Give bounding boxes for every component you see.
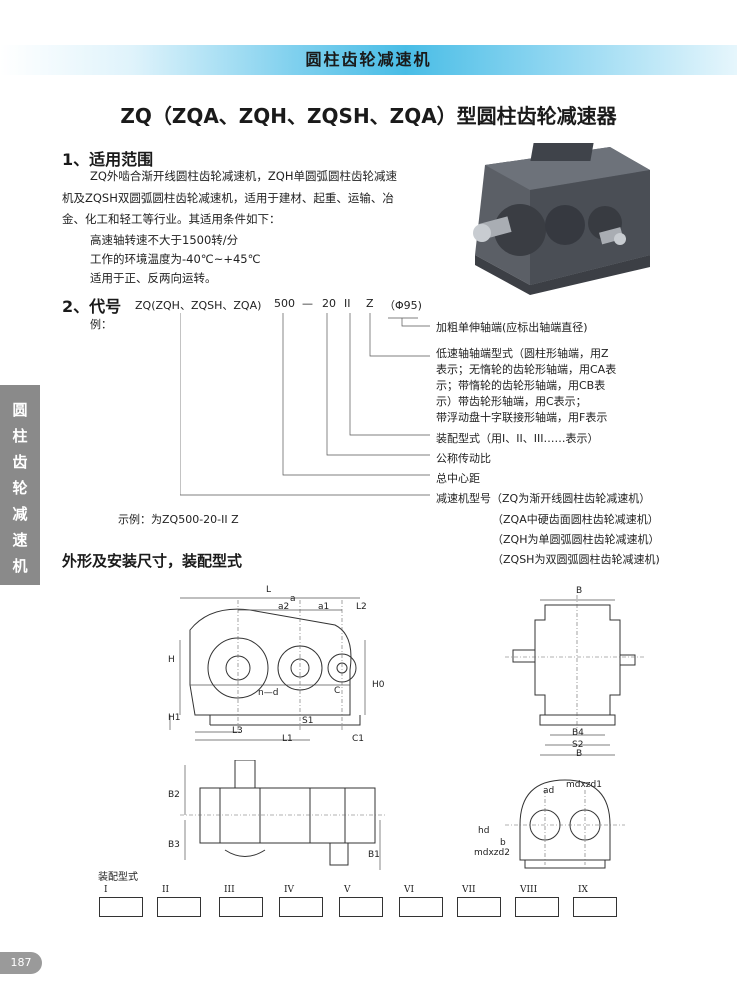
side-tab-char-7: 机 [12, 557, 28, 575]
exp-10: （ZQA中硬齿面圆柱齿轮减速机） [492, 513, 659, 526]
code-assembly: II [344, 297, 351, 310]
assembly-type-3: III [216, 885, 266, 925]
assembly-type-9: IX [570, 885, 620, 925]
code-leader-lines [180, 313, 430, 496]
assembly-type-4: IV [276, 885, 326, 925]
dim-S2: S2 [572, 740, 584, 750]
page-number: 187 [0, 952, 42, 974]
exp-2: 表示；无惰轮的齿轮形轴端，用CA表 [436, 363, 617, 376]
dim-a1: a1 [318, 602, 330, 612]
dim-B1: B1 [368, 850, 380, 860]
dim-H0: H0 [372, 680, 385, 690]
exp-12: （ZQSH为双圆弧圆柱齿轮减速机) [492, 553, 660, 566]
dim-S1: S1 [302, 716, 314, 726]
side-tab-char-3: 齿 [12, 453, 28, 471]
assembly-label: 装配型式 [98, 872, 138, 883]
section2-heading: 2、代号 [62, 297, 122, 316]
header-banner: 圆柱齿轮减速机 [0, 45, 737, 75]
exp-9: 减速机型号（ZQ为渐开线圆柱齿轮减速机） [436, 492, 651, 505]
exp-7: 公称传动比 [436, 452, 491, 465]
front-view-drawing [169, 597, 366, 741]
assembly-row: I II III IV V VI VII VIII IX [96, 885, 626, 925]
top-view-drawing [180, 760, 385, 870]
dim-B4: B4 [572, 728, 584, 738]
condition-1: 高速轴转速不大于1500转/分 [90, 233, 239, 247]
dim-B2: B2 [168, 790, 180, 800]
assembly-type-7: VII [454, 885, 504, 925]
exp-11: （ZQH为单圆弧圆柱齿轮减速机） [492, 533, 660, 546]
dim-B3: B3 [168, 840, 180, 850]
side-tab-char-5: 减 [12, 505, 28, 523]
assembly-type-1: I [96, 885, 146, 925]
condition-3: 适用于正、反两向运转。 [90, 271, 217, 285]
assembly-type-6: VI [396, 885, 446, 925]
dim-mdzd2: mdxzd2 [474, 848, 510, 858]
side-tab-char-4: 轮 [12, 479, 28, 497]
dim-C1: C1 [352, 734, 365, 744]
code-shaft-end: Z [366, 297, 374, 310]
dim-L1: L1 [282, 734, 293, 744]
dim-nd: n—d [258, 688, 279, 698]
shaft-end-drawing [505, 779, 625, 869]
code-center-distance: 500 [274, 297, 295, 310]
example-text: 示例：为ZQ500-20-II Z [118, 513, 239, 526]
section1-heading: 1、适用范围 [62, 150, 154, 169]
dim-H1: H1 [168, 713, 181, 723]
exp-3: 示；带惰轮的齿轮形轴端，用CB表 [436, 379, 606, 392]
dim-B: B [576, 586, 583, 596]
assembly-type-5: V [336, 885, 386, 925]
side-tab-char-2: 柱 [12, 427, 28, 445]
code-dash: — [302, 297, 313, 310]
section3-heading: 外形及安装尺寸，装配型式 [62, 552, 243, 570]
exp-5: 带浮动盘十字联接形轴端，用F表示 [436, 411, 608, 424]
reducer-photo [460, 135, 665, 295]
dim-mdzd1: mdxzd1 [566, 780, 602, 790]
side-tab-char-1: 圆 [12, 401, 28, 419]
dim-B-bottom: B [576, 749, 583, 759]
section1-line-2: 机及ZQSH双圆弧圆柱齿轮减速机，适用于建材、起重、运输、冶 [62, 191, 394, 205]
exp-8: 总中心距 [436, 472, 480, 485]
condition-2: 工作的环境温度为-40℃~+45℃ [90, 252, 261, 266]
code-ratio: 20 [322, 297, 336, 310]
dim-C: C [334, 686, 341, 696]
exp-4: 示）带齿轮形轴端，用C表示； [436, 395, 587, 408]
side-view-drawing [505, 595, 645, 756]
section1-line-1: ZQ外啮合渐开线圆柱齿轮减速机，ZQH单圆弧圆柱齿轮减速 [90, 169, 398, 183]
exp-1: 低速轴轴端型式（圆柱形轴端，用Z [436, 347, 609, 360]
dim-a2: a2 [278, 602, 290, 612]
code-model: ZQ(ZQH、ZQSH、ZQA) [135, 299, 262, 312]
exp-0: 加粗单伸轴端(应标出轴端直径) [436, 321, 588, 334]
side-tab: 圆 柱 齿 轮 减 速 机 [0, 385, 40, 585]
banner-title: 圆柱齿轮减速机 [305, 50, 432, 69]
dim-hd: hd [478, 826, 490, 836]
dim-L3: L3 [232, 726, 243, 736]
assembly-type-8: VIII [512, 885, 562, 925]
code-diameter: （Φ95) [384, 299, 422, 312]
dim-b: b [500, 838, 506, 848]
assembly-type-2: II [154, 885, 204, 925]
dim-L: L [266, 585, 272, 595]
side-tab-char-6: 速 [12, 531, 28, 549]
dim-H: H [168, 655, 175, 665]
section1-line-3: 金、化工和轻工等行业。其适用条件如下： [62, 212, 281, 226]
dim-a: a [290, 594, 296, 604]
dim-L2: L2 [356, 602, 367, 612]
exp-6: 装配型式（用I、II、III……表示） [436, 432, 599, 445]
dim-ad: ad [543, 786, 555, 796]
page-title: ZQ（ZQA、ZQH、ZQSH、ZQA）型圆柱齿轮减速器 [120, 104, 617, 128]
example-label: 例： [90, 318, 112, 331]
